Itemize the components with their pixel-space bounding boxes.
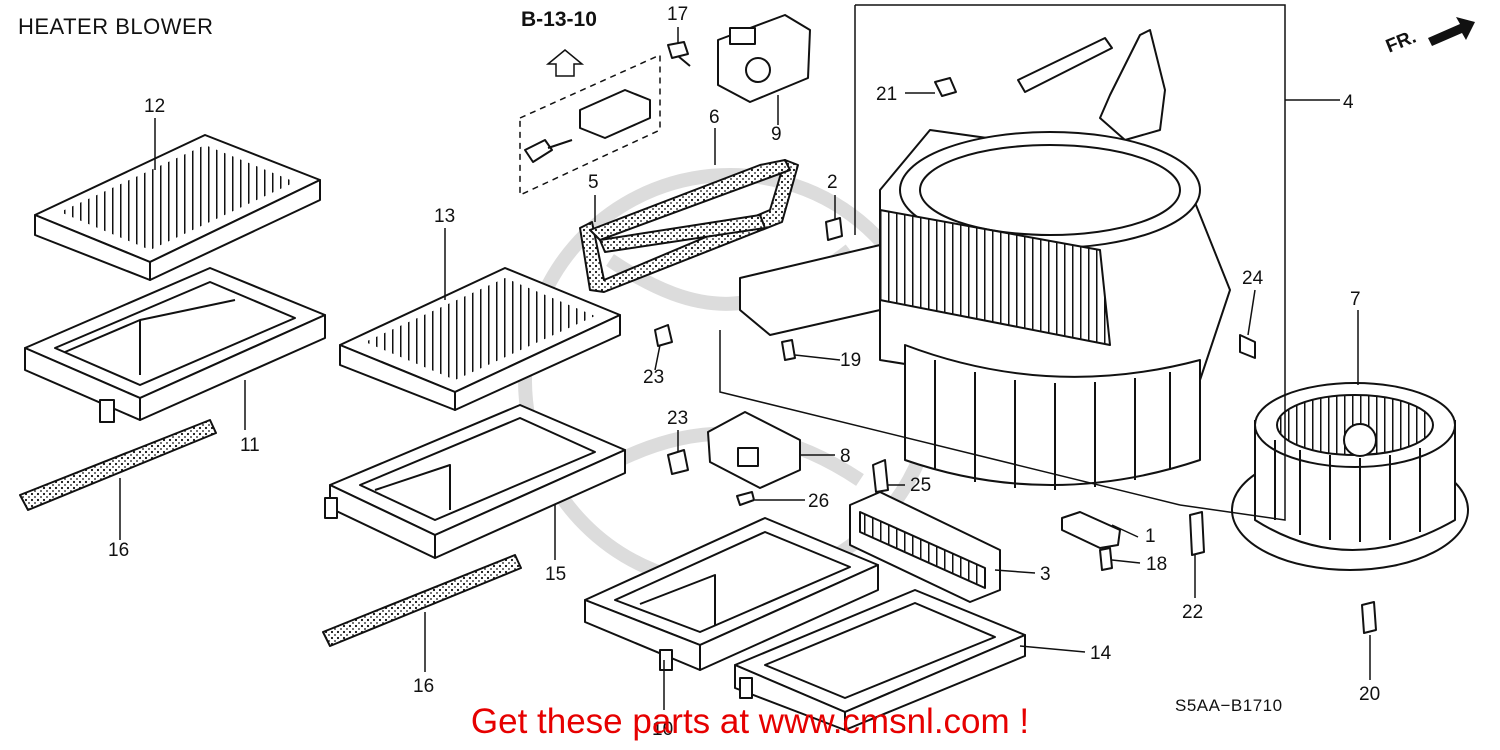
callout-24: 24 [1242,268,1264,289]
callout-9: 9 [771,124,782,145]
part-8-resistor [707,411,801,489]
part-16-seal-strip [19,419,217,511]
callout-14: 14 [1090,643,1112,664]
callout-22: 22 [1182,602,1203,623]
reference-label: B-13-10 [521,8,597,31]
callout-18: 18 [1146,554,1167,575]
callout-5: 5 [588,172,599,193]
callout-1: 1 [1145,526,1156,547]
callout-21: 21 [876,84,897,105]
callout-12: 12 [144,96,165,117]
fasteners [654,217,1377,634]
callout-19: 19 [840,350,861,371]
part-17-bolt [667,41,691,67]
callout-17: 17 [667,4,688,25]
part-24-clip [1239,334,1256,359]
part-10-frame [584,517,879,671]
part-11-frame [24,267,326,423]
callout-6: 6 [709,107,720,128]
callout-15: 15 [545,564,566,585]
page-title: HEATER BLOWER [18,14,214,39]
part-5-6-seals [579,159,799,293]
callout-23-a: 23 [643,367,664,388]
assembly-outline [719,4,1340,521]
promo-link[interactable]: Get these parts at www.cmsnl.com ! [470,702,1030,741]
part-14-frame [734,589,1026,731]
part-13-filter [339,267,621,411]
callout-25: 25 [910,475,931,496]
callout-10: 10 [652,719,673,740]
part-3-grille [849,491,1001,603]
callout-2: 2 [827,172,838,193]
part-7-fan-motor [1231,382,1469,571]
up-arrow-icon [545,49,585,77]
callout-16-a: 16 [108,540,129,561]
leader-lines [119,27,1371,710]
front-direction-arrow-icon [1428,17,1475,46]
callout-7: 7 [1350,289,1361,310]
callout-4: 4 [1343,92,1354,113]
callout-23-b: 23 [667,408,688,429]
part-4-blower-housing [739,129,1231,490]
reference-box [519,53,661,197]
callout-16-b: 16 [413,676,434,697]
callout-3: 3 [1040,564,1051,585]
callout-13: 13 [434,206,455,227]
callout-numbers: 1 2 3 4 5 6 7 8 9 10 11 12 13 14 15 16 1… [108,4,1380,740]
callout-20: 20 [1359,684,1380,705]
part-9-actuator [717,14,811,103]
part-16-seal-strip-lower [322,554,522,647]
part-12-filter [34,134,321,281]
part-15-frame [324,404,626,559]
callout-8: 8 [840,446,851,467]
bracket-b-13-10 [524,89,651,163]
callout-11: 11 [240,435,260,456]
callout-26: 26 [808,491,829,512]
diagram-code: S5AA−B1710 [1175,696,1283,715]
part-1-bracket [1061,511,1121,549]
part-21-linkage [934,29,1166,141]
